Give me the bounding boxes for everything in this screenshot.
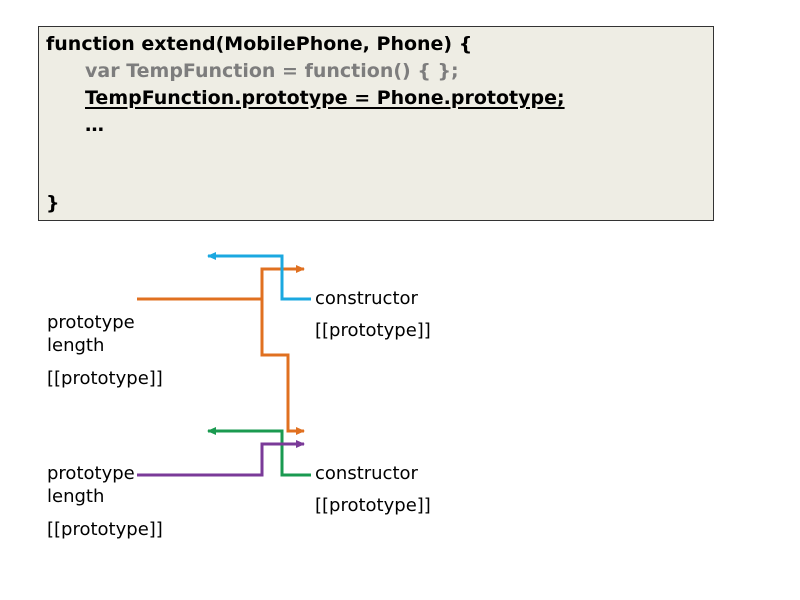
code-line-closing-brace: } bbox=[46, 192, 60, 214]
orange-prototype-link bbox=[137, 265, 305, 301]
lower-left-length-label: length bbox=[47, 486, 105, 507]
green-constructor-link bbox=[207, 427, 311, 477]
upper-left-internal-prototype-label: [[prototype]] bbox=[47, 368, 163, 389]
lower-right-internal-prototype-label: [[prototype]] bbox=[315, 495, 431, 516]
code-line-prototype-assignment: TempFunction.prototype = Phone.prototype… bbox=[85, 87, 565, 109]
code-block: function extend(MobilePhone, Phone) { va… bbox=[38, 26, 714, 221]
lower-left-internal-prototype-label: [[prototype]] bbox=[47, 519, 163, 540]
lower-right-constructor-label: constructor bbox=[315, 463, 418, 484]
code-line-function-signature: function extend(MobilePhone, Phone) { bbox=[46, 33, 473, 55]
blue-constructor-link bbox=[207, 252, 311, 301]
upper-right-internal-prototype-label: [[prototype]] bbox=[315, 320, 431, 341]
upper-left-prototype-label: prototype bbox=[47, 312, 135, 333]
orange-prototype-link-down bbox=[260, 299, 305, 435]
lower-left-prototype-label: prototype bbox=[47, 463, 135, 484]
code-line-ellipsis: … bbox=[85, 114, 104, 136]
upper-right-constructor-label: constructor bbox=[315, 288, 418, 309]
code-line-temp-function: var TempFunction = function() { }; bbox=[85, 60, 459, 82]
upper-left-length-label: length bbox=[47, 335, 105, 356]
purple-prototype-link bbox=[137, 440, 305, 477]
